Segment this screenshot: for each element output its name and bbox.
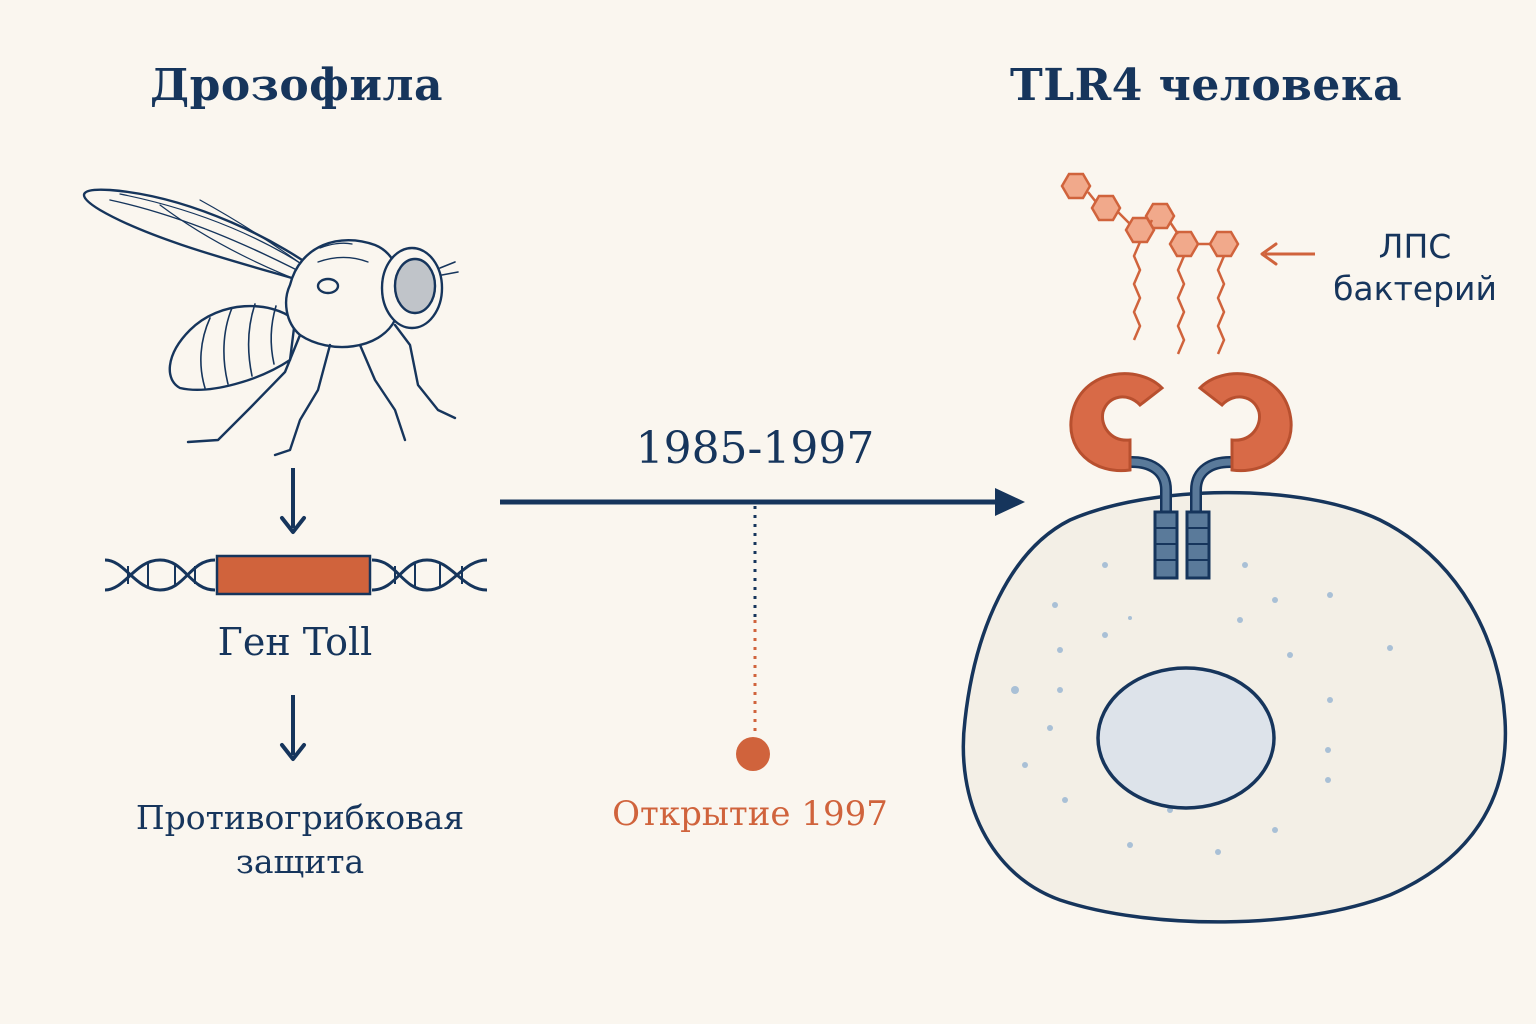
timeline-arrow xyxy=(500,488,1025,516)
nucleus xyxy=(1096,666,1276,810)
arrow-down-icon xyxy=(280,695,306,761)
fruit-fly-icon xyxy=(82,188,459,457)
antifungal-defense-label: Противогрибковая защита xyxy=(135,798,465,881)
dna-helix-icon xyxy=(104,558,488,592)
lps-label: ЛПС бактерий xyxy=(1333,227,1497,308)
discovery-label: Открытие 1997 xyxy=(612,794,888,834)
lps-molecule-icon xyxy=(1060,172,1240,355)
timeline-period-label: 1985-1997 xyxy=(635,423,875,474)
arrow-down-icon xyxy=(280,468,306,534)
lps-pointer-arrow xyxy=(1260,242,1315,266)
milestone-dot xyxy=(736,737,770,771)
toll-gene-segment xyxy=(215,554,372,596)
tlr4-receptor-icon xyxy=(1069,372,1293,580)
drosophila-title: Дрозофила xyxy=(150,60,444,111)
toll-gene-label: Ген Toll xyxy=(217,620,373,664)
human-tlr4-title: TLR4 человека xyxy=(1010,60,1403,111)
